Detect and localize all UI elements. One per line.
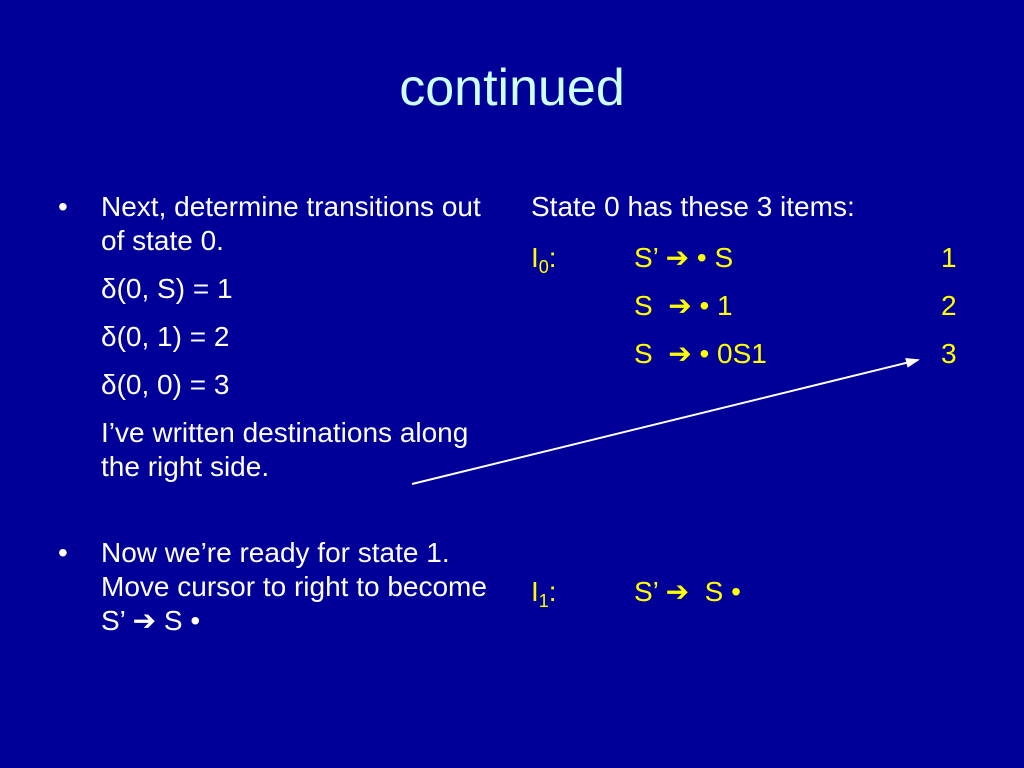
bullet-marker: • <box>58 191 68 222</box>
state-label-colon: : <box>548 242 557 273</box>
item-destination: 2 <box>941 290 957 321</box>
state-label-i0: I0: <box>531 241 557 277</box>
arrow-line <box>411 357 920 485</box>
bullet-transitions: • Next, determine transitions out of sta… <box>58 190 508 258</box>
item-row: S ➔ • 1 2 <box>531 289 971 323</box>
item-row: S ➔ • 0S1 3 <box>531 337 971 371</box>
bullet-marker: • <box>58 537 68 568</box>
transition-line: δ(0, 1) = 2 <box>101 321 230 352</box>
state-label-i1: I1: <box>531 575 557 611</box>
bullet-text: Now we’re ready for state 1. Move cursor… <box>101 537 487 636</box>
item-row: I0: S’ ➔ • S 1 <box>531 241 971 277</box>
state-label-letter: I <box>531 576 539 607</box>
transition-line: δ(0, 0) = 3 <box>101 369 230 400</box>
state-label-letter: I <box>531 242 539 273</box>
state-label-subscript: 0 <box>538 257 549 277</box>
slide-title: continued <box>399 59 625 117</box>
bullet-next-state: • Now we’re ready for state 1. Move curs… <box>58 536 508 638</box>
item-production: S’ ➔ S • <box>634 576 741 607</box>
item-production: S’ ➔ • S <box>634 242 734 273</box>
item-destination: 3 <box>941 338 957 369</box>
bullet-text: Next, determine transitions out of state… <box>101 191 481 256</box>
state-label-colon: : <box>548 576 557 607</box>
left-column: • Next, determine transitions out of sta… <box>58 190 508 638</box>
state-label-subscript: 1 <box>538 591 549 611</box>
item-destination: 1 <box>941 242 957 273</box>
state-heading: State 0 has these 3 items: <box>531 191 855 222</box>
item-production: S ➔ • 0S1 <box>634 338 767 369</box>
item-production: S ➔ • 1 <box>634 290 733 321</box>
transition-line: δ(0, S) = 1 <box>101 273 233 304</box>
item-row: I1: S’ ➔ S • <box>531 575 971 611</box>
destinations-note: I’ve written destinations along the righ… <box>101 417 469 482</box>
